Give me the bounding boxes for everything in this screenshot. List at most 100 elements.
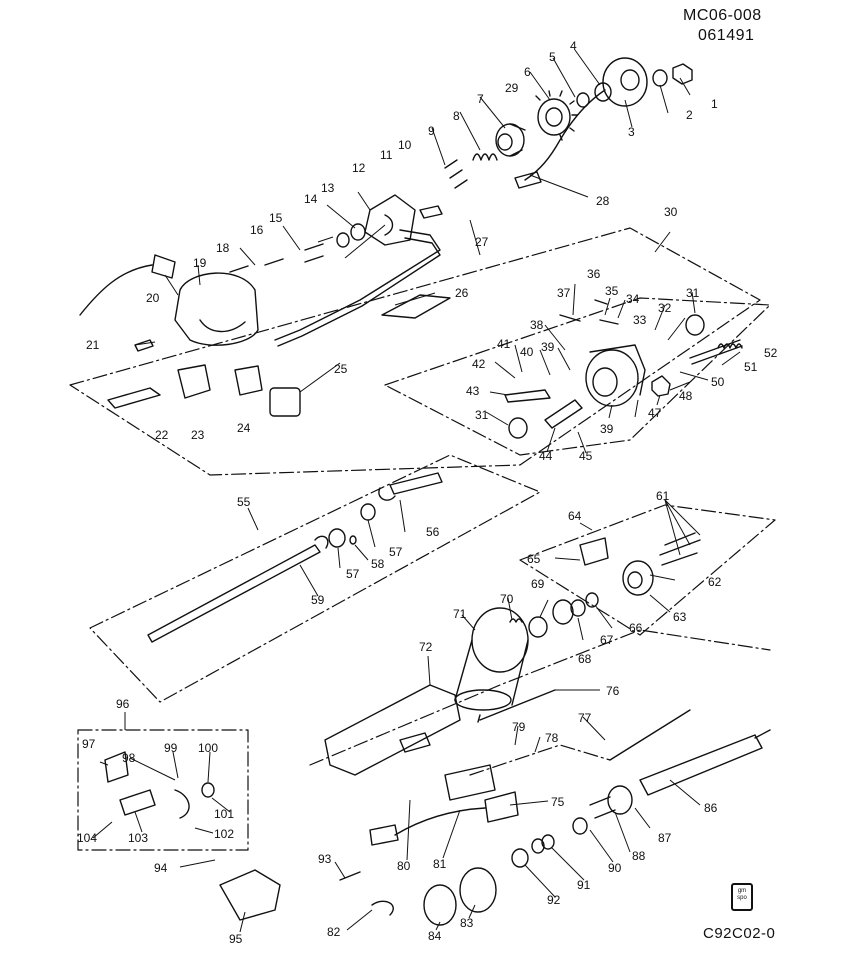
group-55-boundary [89,454,541,703]
part-23-switch [177,364,211,399]
part-illustrations [69,57,776,926]
part-69-washer [528,616,548,638]
callout-58: 58 [371,557,385,571]
part-75-80-81-switch-harness [369,764,519,846]
callout-68: 68 [578,652,592,666]
callout-30: 30 [664,205,678,219]
callout-67: 67 [600,633,614,647]
callout-39-upper: 39 [541,340,555,354]
callout-31-upper: 31 [686,286,700,300]
part-47-sector [651,375,671,397]
callout-29: 29 [505,81,519,95]
group-30-boundary [69,227,761,476]
part-83-84-housing [423,867,497,926]
callout-102: 102 [214,827,234,841]
callout-35: 35 [605,284,619,298]
part-1-nut [672,63,693,85]
callout-70: 70 [500,592,514,606]
part-7-turn-cancel-cam [495,123,526,157]
callout-11: 11 [380,148,393,162]
part-12-housing [364,194,416,246]
part-77-cable [609,709,691,761]
part-25-cube [269,387,301,417]
callout-75: 75 [551,795,565,809]
callout-41: 41 [497,337,511,351]
part-87-88-bearing [589,785,633,819]
callout-20: 20 [146,291,160,305]
part-4-ring [594,82,612,102]
document-date: 061491 [698,27,755,44]
callout-15: 15 [269,211,283,225]
callout-22: 22 [155,428,169,442]
callout-59: 59 [311,593,325,607]
callout-81: 81 [433,857,447,871]
callout-52: 52 [764,346,778,360]
callout-88: 88 [632,849,646,863]
callout-97: 97 [82,737,96,751]
callout-1: 1 [711,97,718,111]
part-64-65-bracket [579,537,609,566]
part-97-103-linkage [104,751,215,819]
part-50-rack [689,339,743,365]
callout-66: 66 [629,621,643,635]
part-15-16-18-screws [229,243,324,273]
callout-101: 101 [214,807,234,821]
part-24-bracket [234,365,263,396]
callout-leader-lines [92,49,741,933]
callout-26: 26 [455,286,469,300]
callout-43: 43 [466,384,480,398]
callout-99: 99 [164,741,178,755]
part-76-rod [477,689,556,723]
part-20-lock-cylinder [79,254,176,316]
callout-42: 42 [472,357,486,371]
callout-38: 38 [530,318,544,332]
group-86-boundary [309,629,771,766]
part-27-28-connectors [419,171,542,219]
leader-77 [469,744,611,776]
callout-63: 63 [673,610,687,624]
part-8-spring [472,153,498,161]
callout-25: 25 [334,362,348,376]
callout-10: 10 [398,138,412,152]
callout-12: 12 [352,161,366,175]
callout-71: 71 [453,607,467,621]
callout-4: 4 [570,39,577,53]
part-36-37-38-pins [559,299,619,325]
part-46-lock-housing [585,344,646,407]
callout-51: 51 [744,360,758,374]
part-82-clip [371,900,394,916]
part-90-91-92-rings [511,817,588,868]
callout-39-lower: 39 [600,422,614,436]
callout-56: 56 [426,525,440,539]
callout-23: 23 [191,428,205,442]
callout-92: 92 [547,893,561,907]
callout-104: 104 [77,831,97,845]
callout-21: 21 [86,338,100,352]
part-93-screw [339,871,361,881]
callout-79: 79 [512,720,526,734]
part-9-screws [444,159,468,189]
callout-36: 36 [587,267,601,281]
callout-37: 37 [557,286,571,300]
callout-14: 14 [304,192,318,206]
callout-69: 69 [531,577,545,591]
callout-7: 7 [477,92,484,106]
callout-90: 90 [608,861,622,875]
part-2-washer [652,69,668,87]
callout-19: 19 [193,256,207,270]
part-94-95-bracket [219,869,281,921]
group-62-boundary [519,504,776,636]
part-26-wiring-harness [274,229,451,347]
callout-2: 2 [686,108,693,122]
callout-61: 61 [656,489,670,503]
callout-28: 28 [596,194,610,208]
group-30-inner-boundary [384,297,771,456]
callout-78: 78 [545,731,559,745]
callout-6: 6 [524,65,531,79]
part-51-spring [717,343,743,349]
callout-34: 34 [626,292,640,306]
callout-95: 95 [229,932,243,946]
part-19-housing-cover [174,272,259,346]
part-43-44-levers [504,389,583,429]
